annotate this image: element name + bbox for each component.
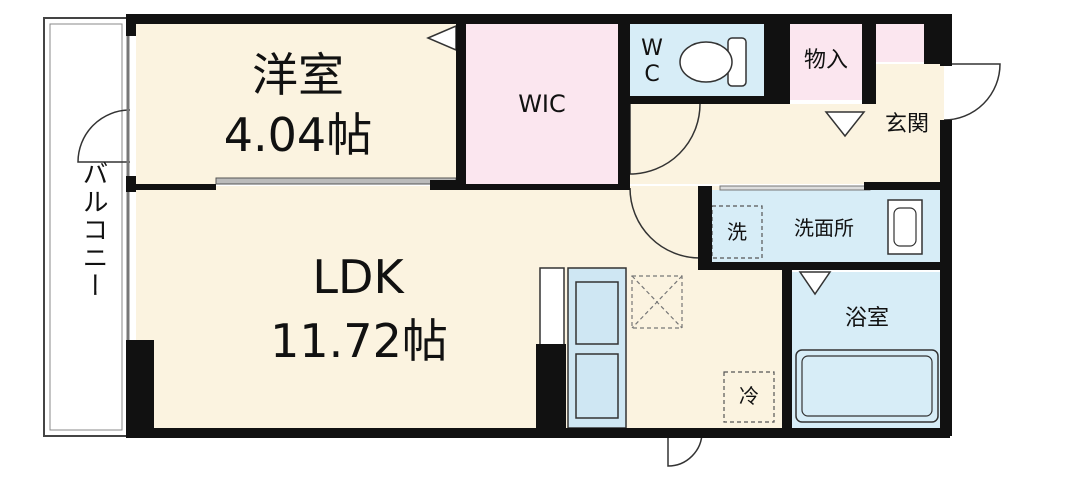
western-room-name: 洋室 [252,48,344,102]
sliding-door-washroom [719,185,871,191]
bathtub-inner [801,355,933,417]
wc-letter-w: W [641,36,663,61]
bathroom-label: 浴室 [844,306,889,331]
storage-door-mark [824,111,866,138]
kitchen-wall-panel [539,267,565,349]
wc-label: W C [640,36,664,88]
range-hood [631,275,683,329]
entrance-floor [868,64,944,182]
balcony-railing [49,23,123,431]
balcony-label: バルコニー [78,160,108,300]
western-room-size: 4.04帖 [223,108,373,162]
ldk-size: 11.72帖 [270,314,448,368]
wic-label: WIC [518,90,566,118]
bath-door-mark [798,271,832,296]
wc-letter-c: C [644,62,660,87]
walls [126,14,952,438]
storage-label: 物入 [803,48,848,73]
balcony-area [43,17,129,437]
fridge-label: 冷 [739,384,759,408]
shoe-box [876,24,924,62]
ldk-floor [136,186,782,430]
sliding-door-western [215,177,457,185]
wic-floor [464,24,618,184]
door-swings [77,63,1001,467]
western-room-floor [136,24,460,184]
toilet-bowl [679,41,733,83]
sink-basin [575,281,619,345]
fridge-space [723,371,775,423]
entrance-label: 玄関 [884,112,929,137]
washer-label: 洗 [727,220,747,244]
wash-basin-bowl [893,207,917,247]
stove [575,353,619,419]
ldk-name: LDK [312,250,404,304]
washroom-label: 洗面所 [794,216,854,240]
storage-floor [790,24,862,100]
